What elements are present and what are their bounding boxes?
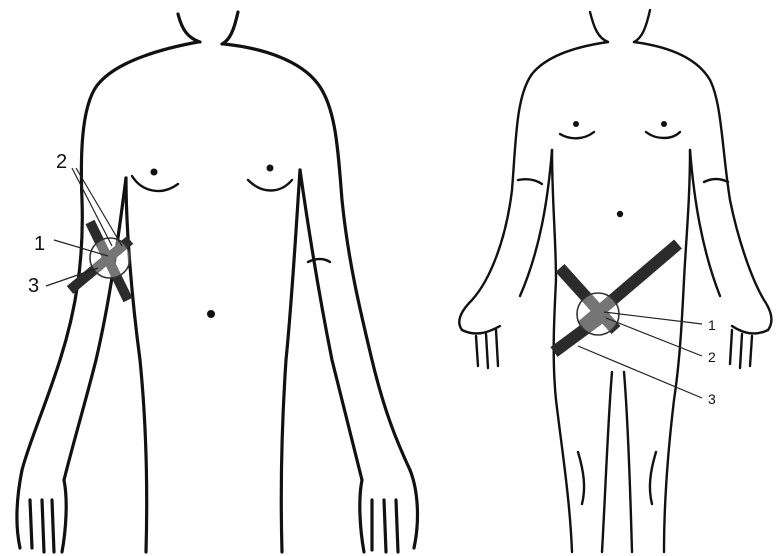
left-figure-hand-right — [360, 470, 418, 552]
right-figure-nipple-left — [573, 121, 579, 127]
right-figure-hand-left — [462, 326, 500, 368]
right-figure-outer-contour-left — [459, 42, 608, 330]
right-figure-hand-right — [730, 326, 768, 368]
right-figure-outer-contour-right — [634, 42, 771, 330]
right-figure-elbow-right — [704, 179, 728, 182]
right-figure-leader-2 — [606, 318, 702, 356]
left-figure-torso-left — [126, 178, 147, 552]
right-figure-navel — [617, 211, 623, 217]
left-figure-outer-contour-right — [224, 44, 410, 470]
left-figure-buckle-ring — [90, 238, 130, 278]
right-figure-chest-right — [646, 132, 680, 138]
right-figure-leg-inner-right — [624, 372, 632, 552]
right-figure-label-2: 2 — [708, 349, 716, 365]
left-figure-inner-arm-right — [300, 170, 362, 480]
left-figure-torso-right — [281, 170, 300, 552]
left-figure: 1 2 3 — [17, 12, 418, 552]
right-figure-label-1: 1 — [708, 317, 716, 333]
left-figure-hand-left — [17, 470, 66, 552]
left-figure-chest-left — [132, 176, 178, 191]
right-figure-elbow-left — [518, 179, 542, 184]
right-figure-knee-right — [650, 452, 656, 504]
right-figure-inner-arm-left — [520, 150, 552, 296]
right-figure-neck — [590, 10, 650, 42]
right-figure-label-3: 3 — [708, 391, 716, 407]
right-figure-knee-left — [578, 452, 584, 504]
right-figure-chest-left — [560, 132, 594, 138]
left-figure-label-2: 2 — [56, 151, 67, 173]
right-figure: 1 2 3 — [459, 10, 771, 552]
left-figure-nipple-right — [267, 165, 274, 172]
right-figure-inner-arm-right — [690, 150, 720, 296]
left-figure-navel — [207, 310, 215, 318]
left-figure-neck — [178, 12, 238, 44]
right-figure-leader-3 — [578, 346, 702, 398]
left-figure-label-3: 3 — [28, 275, 39, 297]
right-figure-torso-right — [664, 150, 690, 552]
right-figure-nipple-right — [661, 121, 667, 127]
right-figure-leg-inner-left — [602, 372, 612, 552]
right-figure-buckle-ring — [577, 293, 619, 335]
left-figure-label-1: 1 — [34, 233, 45, 255]
left-figure-chest-right — [248, 180, 292, 191]
left-figure-nipple-left — [151, 169, 158, 176]
left-figure-elbow-crease — [308, 259, 330, 262]
